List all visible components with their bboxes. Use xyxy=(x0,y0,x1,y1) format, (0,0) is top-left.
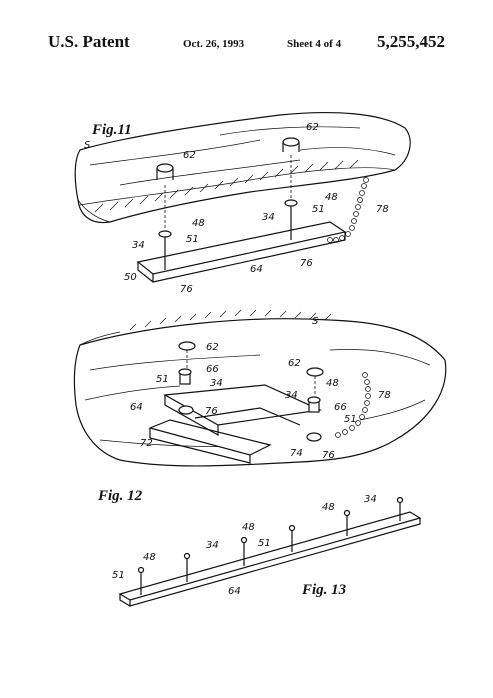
fig12-caption: Fig. 12 xyxy=(97,488,143,504)
fig13-ref: 34 xyxy=(364,494,377,505)
fig12-socket-right xyxy=(306,367,324,377)
fig13-ref: 48 xyxy=(242,522,255,533)
fig11-ref: 51 xyxy=(186,234,199,245)
fig12-ref: 64 xyxy=(130,402,143,413)
fig12-ref: 62 xyxy=(288,358,301,369)
figure-11: Fig.11 xyxy=(74,111,411,295)
fig11-ref: 76 xyxy=(300,258,313,269)
fig12-ref: 62 xyxy=(206,342,219,353)
patent-header-title: U.S. Patent xyxy=(48,32,130,51)
fig13-strip xyxy=(118,511,422,601)
fig11-ref: 51 xyxy=(312,204,325,215)
fig11-socket-left xyxy=(156,163,174,173)
fig11-socket-right xyxy=(282,137,300,147)
fig12-ref: 34 xyxy=(285,390,298,401)
fig12-ref: S xyxy=(312,316,319,327)
fig12-ref: 72 xyxy=(140,438,153,449)
fig11-ref: 48 xyxy=(192,218,205,229)
fig13-caption: Fig. 13 xyxy=(301,582,347,598)
fig12-ref: 34 xyxy=(210,378,223,389)
fig11-ref: 34 xyxy=(262,212,275,223)
fig12-ref: 76 xyxy=(322,450,335,461)
figure-13: 48 34 48 51 48 34 51 64 Fig. 13 xyxy=(112,494,422,607)
figure-12: Fig. 12 S 62 62 66 48 34 51 78 64 76 34 … xyxy=(73,309,447,504)
fig12-ref: 48 xyxy=(326,378,339,389)
fig13-ref: 34 xyxy=(206,540,219,551)
fig13-ref: 48 xyxy=(143,552,156,563)
fig12-ref: 51 xyxy=(344,414,357,425)
fig12-socket-left xyxy=(178,341,196,351)
fig11-ref: 64 xyxy=(250,264,263,275)
fig11-ref: 78 xyxy=(376,204,389,215)
fig12-ref: 76 xyxy=(205,406,218,417)
fig12-foot-left xyxy=(178,405,194,415)
fig11-ref: S xyxy=(84,140,91,151)
fig12-ref: 66 xyxy=(206,364,219,375)
fig12-ref: 78 xyxy=(378,390,391,401)
fig12-ref: 51 xyxy=(156,374,169,385)
fig13-pins xyxy=(137,496,404,595)
fig11-ref: 62 xyxy=(306,122,319,133)
fig11-caption: Fig.11 xyxy=(91,122,132,138)
fig12-chain xyxy=(335,372,371,438)
fig11-chain xyxy=(327,177,369,243)
patent-header-sheet: Sheet 4 of 4 xyxy=(287,38,342,50)
fig12-bracket xyxy=(163,384,323,426)
fig11-ref: 48 xyxy=(325,192,338,203)
patent-header-date: Oct. 26, 1993 xyxy=(183,38,245,50)
fig13-ref: 64 xyxy=(228,586,241,597)
fig12-foot-right xyxy=(306,432,322,442)
fig11-ref: 62 xyxy=(183,150,196,161)
fig11-ref: 76 xyxy=(180,284,193,295)
fig12-ref: 66 xyxy=(334,402,347,413)
patent-header-number: 5,255,452 xyxy=(377,32,445,51)
fig11-plate xyxy=(136,221,347,275)
fig12-ref: 74 xyxy=(290,448,303,459)
fig13-ref: 51 xyxy=(258,538,271,549)
fig13-ref: 48 xyxy=(322,502,335,513)
fig11-ref: 50 xyxy=(124,272,137,283)
fig11-ref: 34 xyxy=(132,240,145,251)
fig13-ref: 51 xyxy=(112,570,125,581)
